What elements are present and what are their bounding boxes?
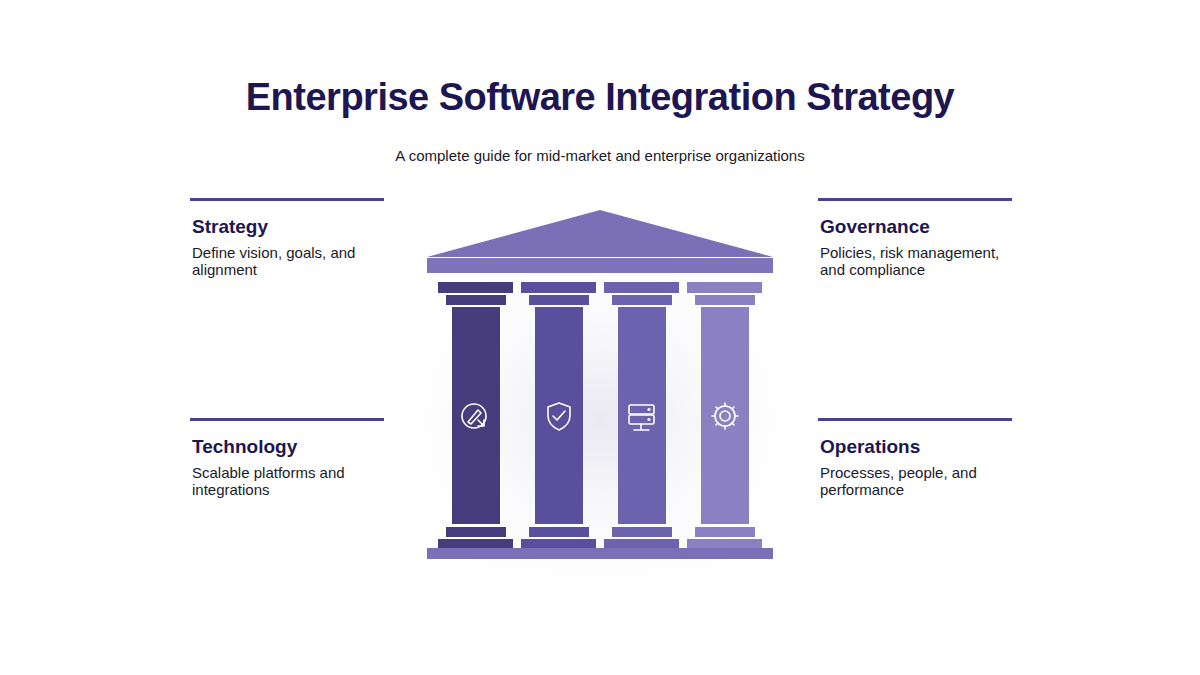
pillar-card: GovernancePolicies, risk management, and… bbox=[818, 198, 1012, 278]
pillar-card: OperationsProcesses, people, and perform… bbox=[818, 418, 1012, 498]
title: Enterprise Software Integration Strategy bbox=[0, 76, 1200, 119]
description: Scalable platforms and integrations bbox=[192, 464, 384, 498]
architrave bbox=[427, 258, 773, 273]
pillar bbox=[604, 282, 679, 549]
heading: Strategy bbox=[192, 216, 384, 238]
description: Processes, people, and performance bbox=[820, 464, 1012, 498]
pillar-card: StrategyDefine vision, goals, and alignm… bbox=[190, 198, 384, 278]
heading: Technology bbox=[192, 436, 384, 458]
plinth bbox=[427, 548, 773, 559]
subtitle: A complete guide for mid-market and ente… bbox=[0, 147, 1200, 164]
glow bbox=[370, 210, 830, 630]
compass-icon bbox=[462, 404, 486, 428]
gear-icon bbox=[712, 403, 738, 429]
server-icon bbox=[629, 405, 654, 430]
roof bbox=[427, 210, 773, 257]
pillar bbox=[687, 282, 762, 549]
shield-icon bbox=[548, 403, 570, 430]
description: Policies, risk management, and complianc… bbox=[820, 244, 1012, 278]
pillar bbox=[438, 282, 513, 549]
description: Define vision, goals, and alignment bbox=[192, 244, 384, 278]
heading: Operations bbox=[820, 436, 1012, 458]
heading: Governance bbox=[820, 216, 1012, 238]
pillar-card: TechnologyScalable platforms and integra… bbox=[190, 418, 384, 498]
pillar bbox=[521, 282, 596, 549]
